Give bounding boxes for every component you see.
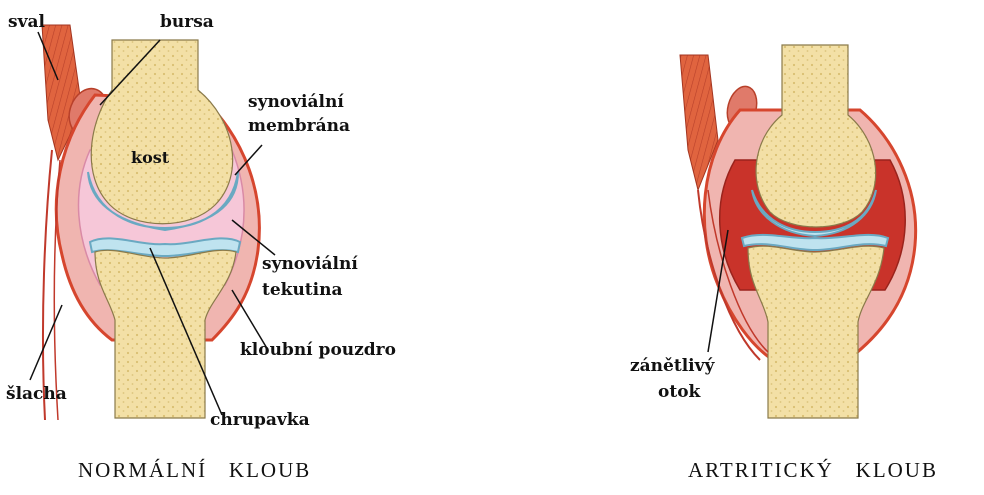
label-slacha: šlacha (6, 384, 67, 405)
caption-normal: NORMÁLNÍ KLOUB (78, 458, 311, 483)
label-chrupavka: chrupavka (210, 410, 310, 431)
label-zanetlivy: zánětlivý (630, 356, 714, 377)
label-otok: otok (658, 382, 700, 403)
label-synovialni-tekutina-1: synoviální (262, 254, 358, 275)
label-kost: kost (131, 148, 169, 168)
label-synovialni-tekutina-2: tekutina (262, 280, 343, 301)
arthritic-upper-bone (756, 45, 876, 227)
label-kloubni-pouzdro: kloubní pouzdro (240, 340, 396, 361)
normal-upper-bone (91, 40, 232, 224)
label-sval: sval (8, 12, 45, 33)
caption-arthritic: ARTRITICKÝ KLOUB (688, 458, 938, 483)
label-bursa: bursa (160, 12, 214, 33)
label-synovialni-membrana-1: synoviální (248, 92, 344, 113)
normal-joint (30, 25, 275, 420)
normal-tendon (43, 150, 52, 420)
label-synovialni-membrana-2: membrána (248, 116, 350, 137)
arthritic-joint (680, 45, 916, 418)
leader-slacha (30, 305, 62, 380)
